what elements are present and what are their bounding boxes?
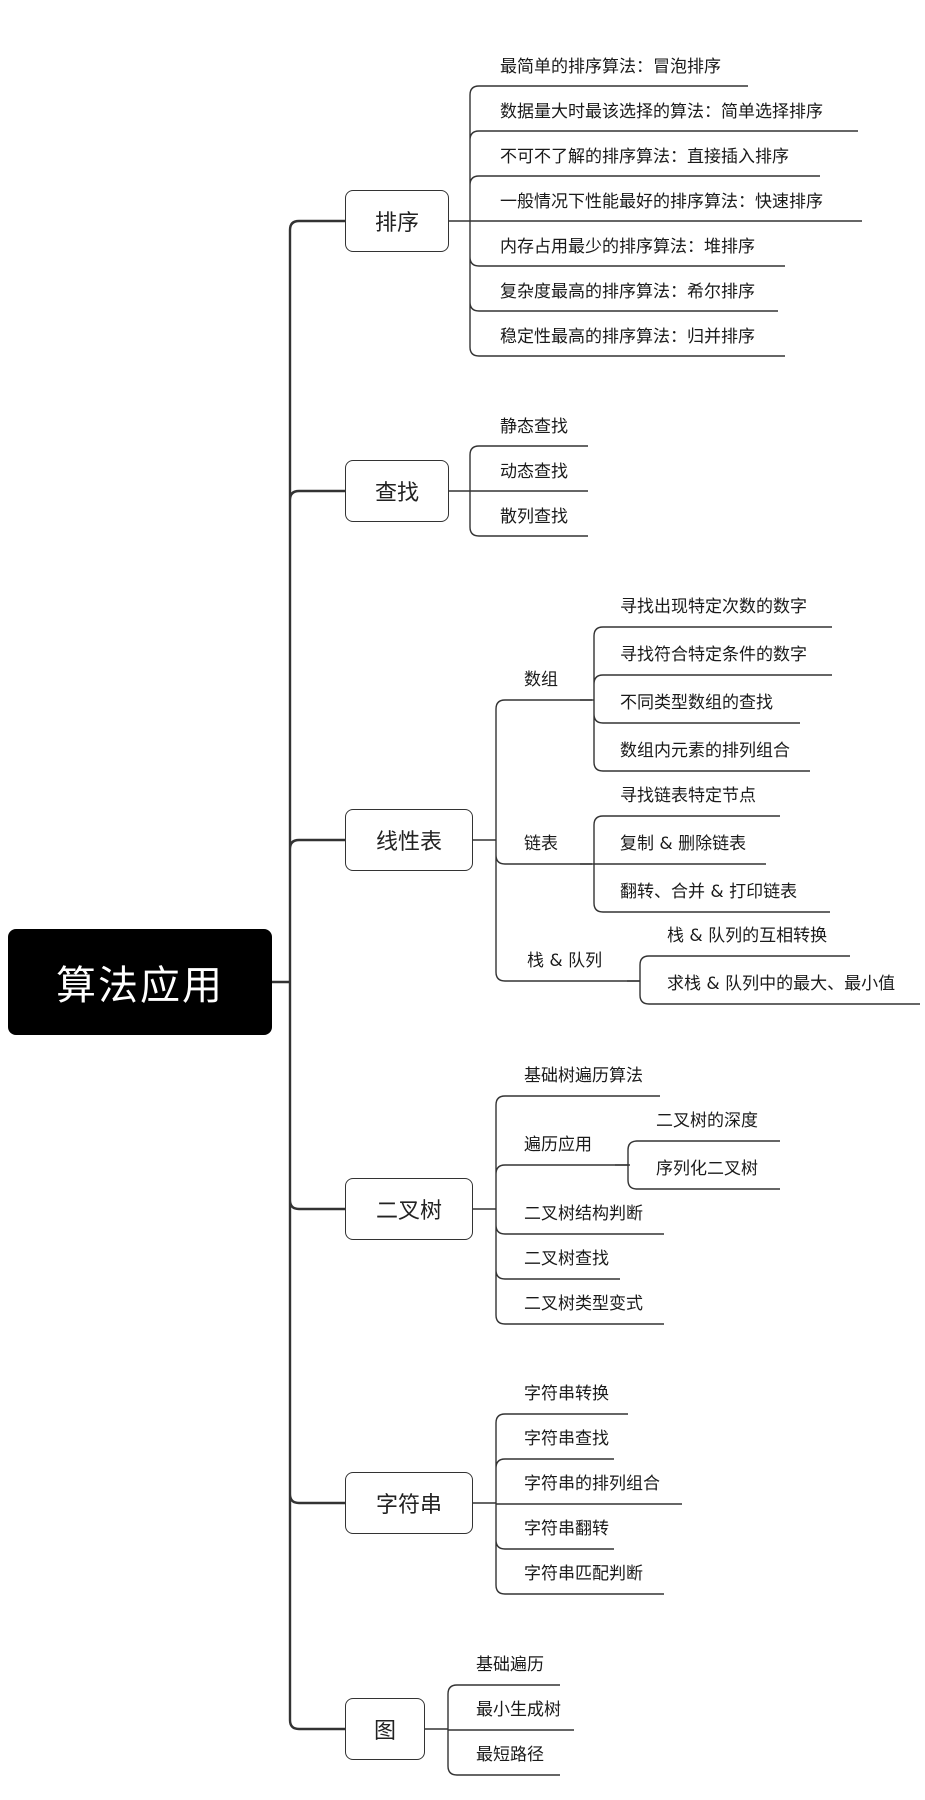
- binary-tree-topic[interactable]: 二叉树类型变式: [524, 1294, 643, 1314]
- binary-tree-topic[interactable]: 基础树遍历算法: [524, 1066, 643, 1086]
- search-item[interactable]: 静态查找: [500, 417, 568, 437]
- branch-graph[interactable]: 图: [345, 1698, 425, 1760]
- search-item[interactable]: 散列查找: [500, 507, 568, 527]
- connector-line: [593, 815, 830, 913]
- sorting-item[interactable]: 数据量大时最该选择的算法：简单选择排序: [500, 102, 823, 122]
- traversal-item[interactable]: 序列化二叉树: [656, 1159, 758, 1179]
- array-item[interactable]: 不同类型数组的查找: [620, 693, 773, 713]
- connector-line: [447, 1684, 574, 1776]
- sorting-item[interactable]: 复杂度最高的排序算法：希尔排序: [500, 282, 755, 302]
- linear-list-subtopic[interactable]: 链表: [524, 834, 558, 854]
- linked-list-item[interactable]: 寻找链表特定节点: [620, 786, 756, 806]
- connector-line: [495, 1095, 664, 1325]
- string-item[interactable]: 字符串转换: [524, 1384, 609, 1404]
- string-item[interactable]: 字符串翻转: [524, 1519, 609, 1539]
- root-node[interactable]: 算法应用: [8, 929, 272, 1035]
- linear-list-subtopic[interactable]: 栈 & 队列: [527, 951, 603, 971]
- linked-list-item[interactable]: 翻转、合并 & 打印链表: [620, 882, 798, 902]
- connector-line: [495, 699, 640, 982]
- connector-line: [627, 1140, 780, 1190]
- branch-binary-tree[interactable]: 二叉树: [345, 1178, 473, 1240]
- binary-tree-topic[interactable]: 二叉树结构判断: [524, 1204, 643, 1224]
- string-item[interactable]: 字符串匹配判断: [524, 1564, 643, 1584]
- stack-queue-item[interactable]: 栈 & 队列的互相转换: [667, 926, 828, 946]
- traversal-item[interactable]: 二叉树的深度: [656, 1111, 758, 1131]
- binary-tree-topic[interactable]: 二叉树查找: [524, 1249, 609, 1269]
- sorting-item[interactable]: 不可不了解的排序算法：直接插入排序: [500, 147, 789, 167]
- string-item[interactable]: 字符串查找: [524, 1429, 609, 1449]
- linked-list-item[interactable]: 复制 & 删除链表: [620, 834, 747, 854]
- graph-item[interactable]: 基础遍历: [476, 1655, 544, 1675]
- linear-list-subtopic[interactable]: 数组: [524, 670, 558, 690]
- connector-line: [495, 1413, 682, 1595]
- branch-sorting[interactable]: 排序: [345, 190, 449, 252]
- sorting-item[interactable]: 内存占用最少的排序算法：堆排序: [500, 237, 755, 257]
- sorting-item[interactable]: 稳定性最高的排序算法：归并排序: [500, 327, 755, 347]
- graph-item[interactable]: 最小生成树: [476, 1700, 561, 1720]
- search-item[interactable]: 动态查找: [500, 462, 568, 482]
- array-item[interactable]: 寻找出现特定次数的数字: [620, 597, 807, 617]
- array-item[interactable]: 数组内元素的排列组合: [620, 741, 790, 761]
- sorting-item[interactable]: 最简单的排序算法：冒泡排序: [500, 57, 721, 77]
- stack-queue-item[interactable]: 求栈 & 队列中的最大、最小值: [667, 974, 896, 994]
- graph-item[interactable]: 最短路径: [476, 1745, 544, 1765]
- branch-linear-list[interactable]: 线性表: [345, 809, 473, 871]
- branch-string[interactable]: 字符串: [345, 1472, 473, 1534]
- string-item[interactable]: 字符串的排列组合: [524, 1474, 660, 1494]
- connector-line: [469, 445, 588, 537]
- binary-tree-topic[interactable]: 遍历应用: [524, 1135, 592, 1155]
- branch-search[interactable]: 查找: [345, 460, 449, 522]
- connector-line: [288, 219, 345, 1731]
- array-item[interactable]: 寻找符合特定条件的数字: [620, 645, 807, 665]
- connector-line: [639, 955, 920, 1005]
- connector-line: [593, 626, 832, 772]
- sorting-item[interactable]: 一般情况下性能最好的排序算法：快速排序: [500, 192, 823, 212]
- connector-line: [469, 85, 862, 357]
